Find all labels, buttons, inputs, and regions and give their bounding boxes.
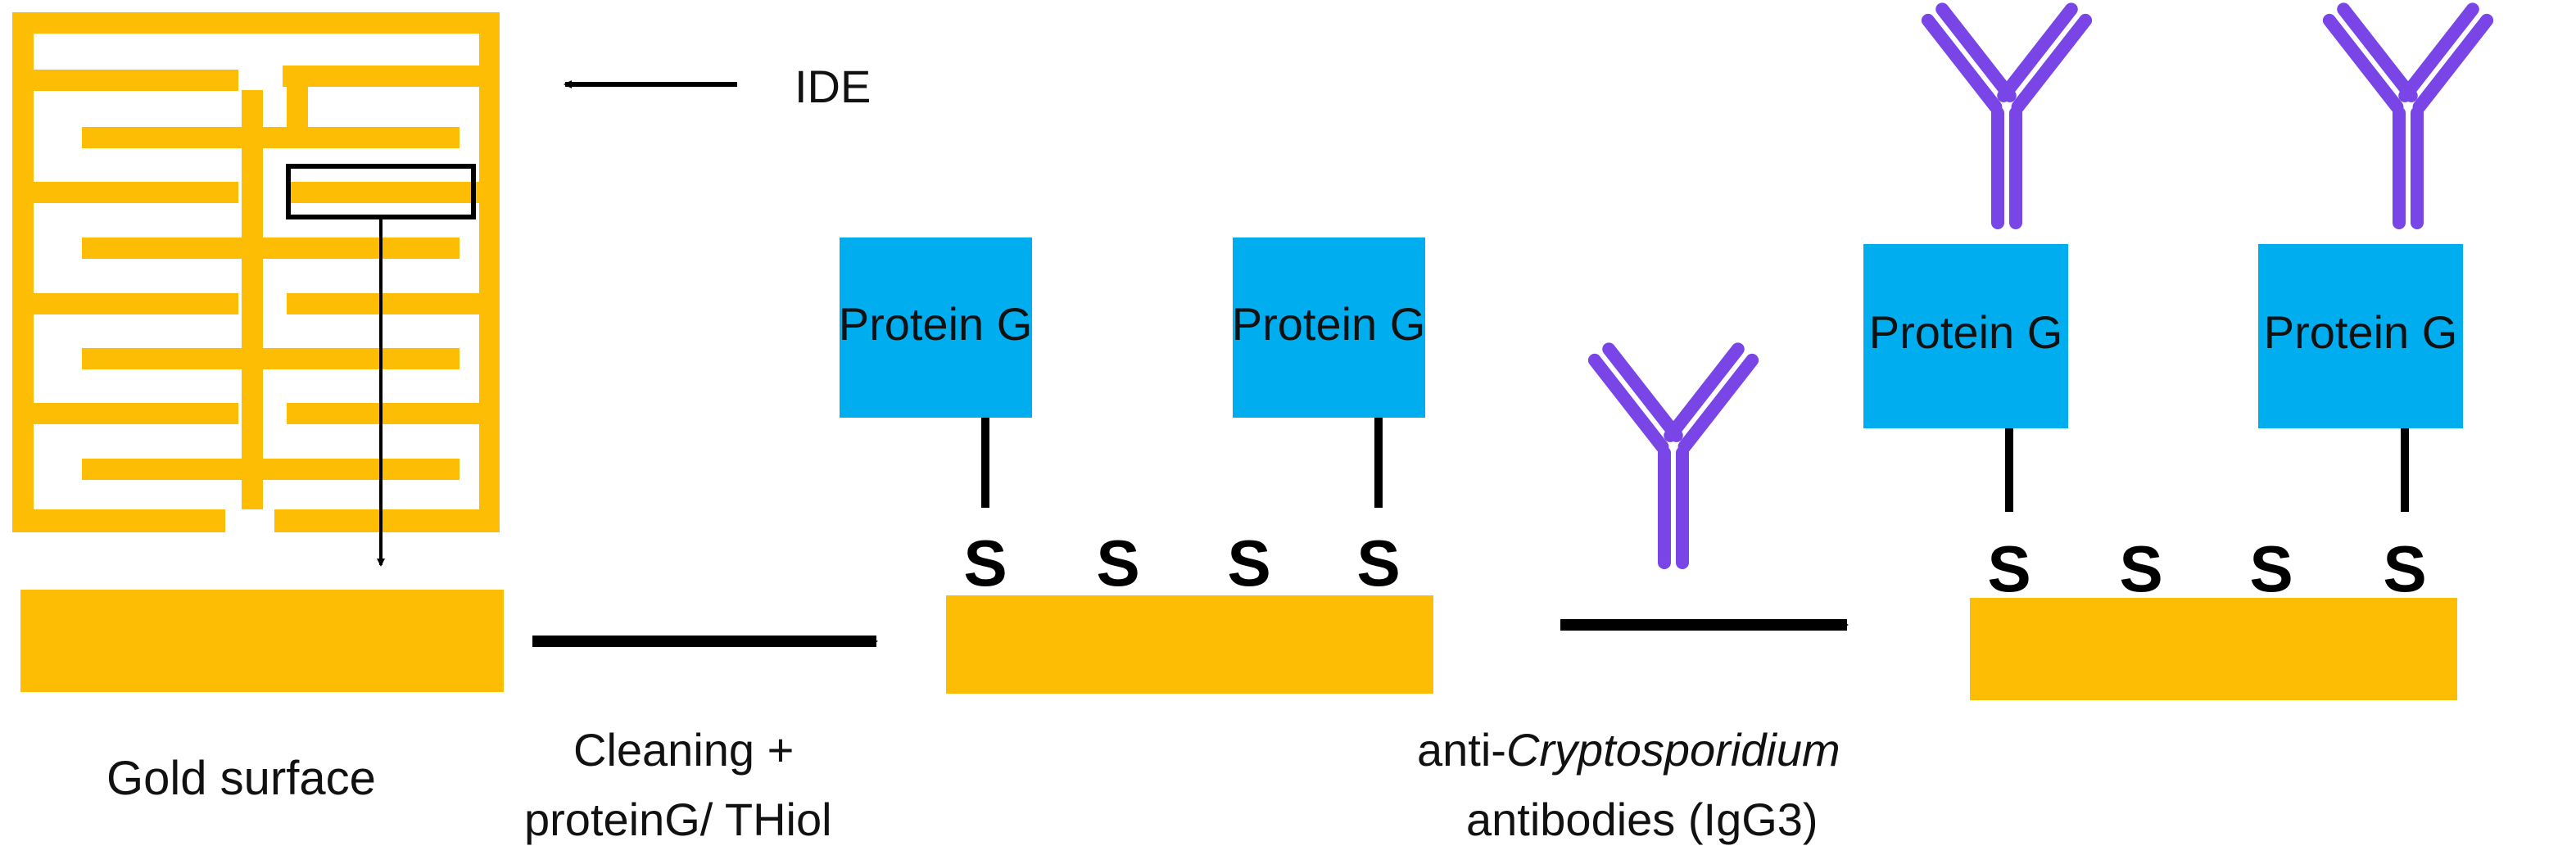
protein-g-label: Protein G [839,298,1033,350]
protein-g-label: Protein G [2264,306,2458,358]
gold-surface-bar-2 [946,595,1433,694]
gold-surface-bar [20,590,504,692]
interdigitated-electrode-icon [12,12,500,532]
protein-g-label: Protein G [1869,306,2063,358]
y-shaped-antibody-icon [2320,0,2497,229]
y-shaped-antibody-icon [1918,0,2095,229]
step1-label-line1: Cleaning + [573,724,794,776]
protein-g-block: Protein G [1863,244,2068,428]
protein-g-block: Protein G [1232,237,1426,418]
step2-italic: Cryptosporidium [1506,724,1840,776]
protein-g-block: Protein G [2258,244,2463,428]
sulfur-label: S [1096,527,1139,599]
step1-label-line2: proteinG/ THiol [524,794,832,845]
gold-surface-label: Gold surface [106,752,376,805]
protein-g-block: Protein G [839,237,1033,418]
gold-surface-bar-3 [1970,598,2457,700]
sulfur-label: S [963,527,1007,599]
y-shaped-antibody-icon [1585,340,1762,569]
sulfur-label: S [2249,532,2293,605]
sulfur-label: S [1356,527,1400,599]
sulfur-label: S [1987,532,2030,605]
sulfur-label: S [2383,532,2426,605]
step2-label-line2: antibodies (IgG3) [1466,794,1818,845]
sulfur-label: S [2119,532,2162,605]
sulfur-label: S [1227,527,1270,599]
protein-g-label: Protein G [1232,298,1426,350]
ide-label: IDE [795,61,871,112]
step2-label-line1: anti-Cryptosporidium [1417,724,1840,776]
step2-prefix: anti- [1417,724,1506,776]
